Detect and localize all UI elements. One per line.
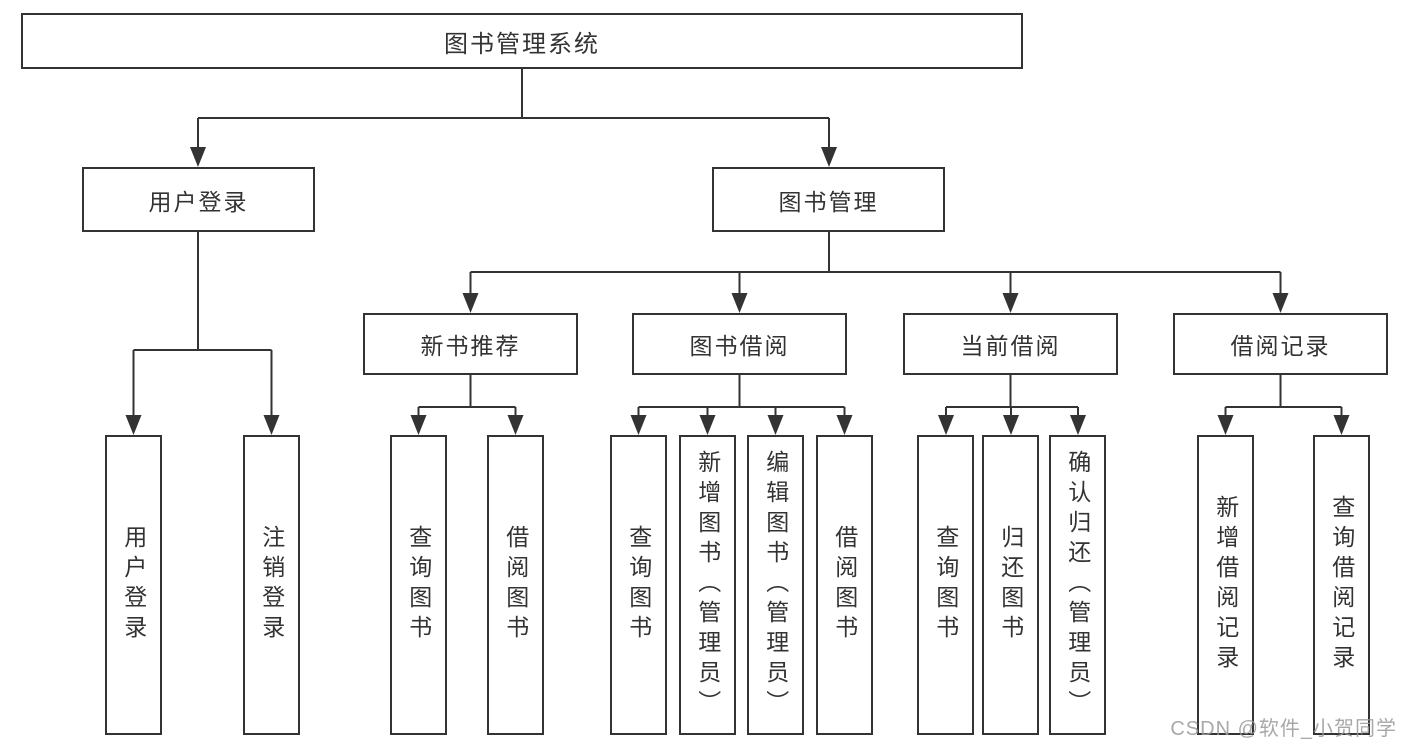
arrowheads <box>125 147 1350 435</box>
edge-bookborrow-leaves <box>637 375 846 418</box>
node-new-book-recommend: 新书推荐 <box>363 313 578 375</box>
leaf-borrowing-edit-books-admin-label: 编辑图书（管理员） <box>762 450 789 720</box>
leaf-borrowing-borrow-books-label: 借阅图书 <box>831 525 858 645</box>
leaf-records-add-record: 新增借阅记录 <box>1197 435 1254 735</box>
leaf-newbook-borrow-books: 借阅图书 <box>487 435 544 735</box>
leaf-newbook-query-books-label: 查询图书 <box>405 525 432 645</box>
leaf-current-confirm-return-admin-label: 确认归还（管理员） <box>1064 450 1091 720</box>
leaf-current-query-books-label: 查询图书 <box>932 525 959 645</box>
node-book-borrowing: 图书借阅 <box>632 313 847 375</box>
leaf-records-query-record-label: 查询借阅记录 <box>1328 495 1355 675</box>
leaf-borrowing-edit-books-admin: 编辑图书（管理员） <box>747 435 804 735</box>
node-book-management-label: 图书管理 <box>778 188 879 215</box>
node-new-book-recommend-label: 新书推荐 <box>420 333 521 359</box>
csdn-watermark: CSDN @软件_小贺同学 <box>1170 718 1397 740</box>
node-borrowing-records-label: 借阅记录 <box>1230 333 1331 359</box>
leaf-current-return-books-label: 归还图书 <box>997 525 1024 645</box>
leaf-logout: 注销登录 <box>243 435 300 735</box>
leaf-borrowing-query-books-label: 查询图书 <box>625 525 652 645</box>
leaf-borrowing-add-books-admin: 新增图书（管理员） <box>679 435 736 735</box>
node-user-login-label: 用户登录 <box>148 188 249 215</box>
edge-borrowrec-leaves <box>1224 375 1343 418</box>
leaf-newbook-query-books: 查询图书 <box>390 435 447 735</box>
leaf-records-add-record-label: 新增借阅记录 <box>1212 495 1239 675</box>
leaf-current-return-books: 归还图书 <box>982 435 1039 735</box>
node-borrowing-records: 借阅记录 <box>1173 313 1388 375</box>
leaf-user-login: 用户登录 <box>105 435 162 735</box>
leaf-borrowing-add-books-admin-label: 新增图书（管理员） <box>694 450 721 720</box>
leaf-records-query-record: 查询借阅记录 <box>1313 435 1370 735</box>
edge-newbook-leaves <box>417 375 517 418</box>
node-book-management: 图书管理 <box>712 167 945 232</box>
leaf-user-login-label: 用户登录 <box>120 525 147 645</box>
node-current-borrowing: 当前借阅 <box>903 313 1118 375</box>
leaf-borrowing-borrow-books: 借阅图书 <box>816 435 873 735</box>
edge-root-level2 <box>197 69 830 150</box>
edge-userlogin-leaves <box>132 232 273 418</box>
edge-curborrow-leaves <box>945 375 1079 418</box>
leaf-logout-label: 注销登录 <box>258 525 285 645</box>
node-root: 图书管理系统 <box>21 13 1023 69</box>
leaf-current-confirm-return-admin: 确认归还（管理员） <box>1049 435 1106 735</box>
edge-bookmgmt-level3 <box>469 232 1282 296</box>
leaf-newbook-borrow-books-label: 借阅图书 <box>502 525 529 645</box>
leaf-borrowing-query-books: 查询图书 <box>610 435 667 735</box>
node-book-borrowing-label: 图书借阅 <box>689 333 790 359</box>
leaf-current-query-books: 查询图书 <box>917 435 974 735</box>
node-root-label: 图书管理系统 <box>444 30 600 58</box>
node-user-login: 用户登录 <box>82 167 315 232</box>
node-current-borrowing-label: 当前借阅 <box>960 333 1061 359</box>
